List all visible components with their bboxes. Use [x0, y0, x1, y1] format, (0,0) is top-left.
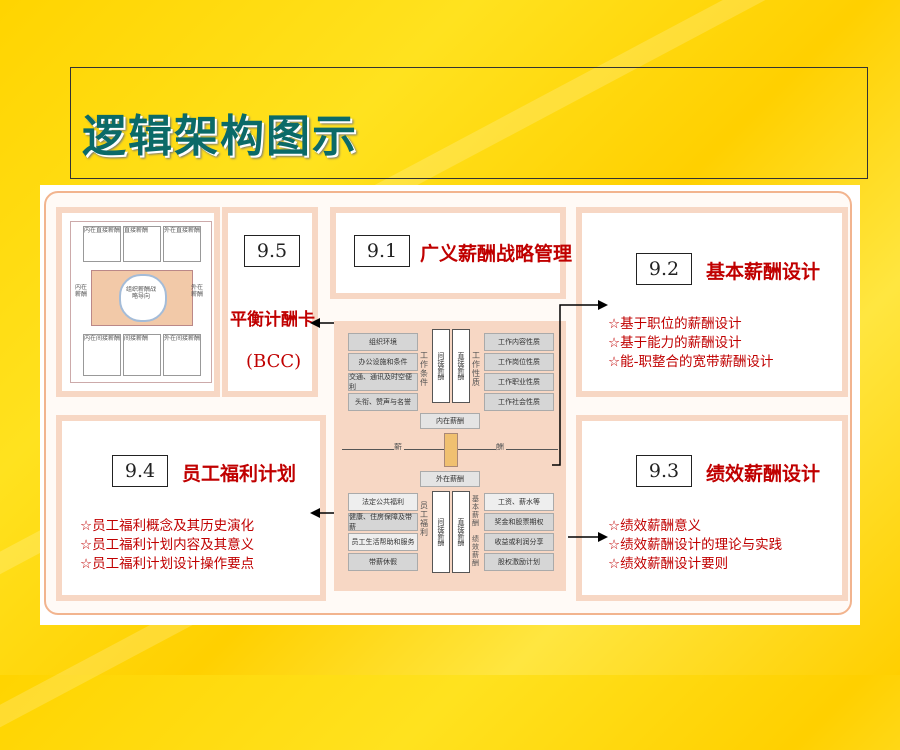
divider-label-right: 酬: [496, 443, 506, 453]
diagram-item: 交通、通讯及时空便利: [348, 373, 418, 391]
thumb-mid-right: 外在薪酬: [191, 284, 204, 298]
list-item: ☆绩效薪酬意义: [608, 518, 702, 534]
diagram-item: 头衔、赞声与名誉: [348, 393, 418, 411]
title-frame: [70, 67, 868, 179]
arrowhead-icon: [598, 532, 608, 542]
diagram-label-work-nature: 工作性质: [472, 351, 480, 387]
diagram-item: 带薪休假: [348, 553, 418, 571]
section-9-4-box: 9.4 员工福利计划 ☆员工福利概念及其历史演化 ☆员工福利计划内容及其意义 ☆…: [56, 415, 326, 601]
section-9-4-title: 员工福利计划: [182, 463, 297, 485]
diagram-item: 工作内容性质: [484, 333, 554, 351]
connector-arrows: [310, 300, 608, 542]
list-item: ☆绩效薪酬设计的理论与实践: [608, 537, 783, 553]
diagram-label-base-pay: 基本薪酬: [472, 495, 479, 527]
section-9-1-number: 9.1: [354, 235, 410, 267]
thumbnail-diagram: 内在直接薪酬 直接薪酬 外在直接薪酬 内在薪酬 外在薪酬 组织薪酬战略导向 内在…: [70, 221, 212, 383]
center-diagram: 组织环境 办公设施和条件 交通、通讯及时空便利 头衔、赞声与名誉 工作条件 间接…: [334, 321, 566, 591]
diagram-item: 奖金和股票期权: [484, 513, 554, 531]
list-item: ☆绩效薪酬设计要则: [608, 556, 729, 572]
section-9-2-title: 基本薪酬设计: [706, 261, 821, 283]
list-item: ☆基于职位的薪酬设计: [608, 316, 742, 332]
section-9-2-number: 9.2: [636, 253, 692, 285]
list-item: ☆基于能力的薪酬设计: [608, 335, 742, 351]
section-9-1-box: 9.1 广义薪酬战略管理: [330, 207, 572, 299]
section-9-2-box: 9.2 基本薪酬设计 ☆基于职位的薪酬设计 ☆基于能力的薪酬设计 ☆能-职整合的…: [576, 207, 848, 397]
section-9-5-subtitle: (BCC): [246, 351, 302, 372]
thumb-top-mid: 直接薪酬: [123, 226, 161, 262]
double-arrow-icon: [444, 433, 458, 467]
thumb-center-circle: [119, 274, 167, 322]
thumbnail-box: 内在直接薪酬 直接薪酬 外在直接薪酬 内在薪酬 外在薪酬 组织薪酬战略导向 内在…: [56, 207, 220, 397]
diagram-item: 收益或利润分享: [484, 533, 554, 551]
thumb-center-label: 组织薪酬战略导向: [125, 286, 156, 300]
section-9-3-number: 9.3: [636, 455, 692, 487]
section-9-4-list: ☆员工福利概念及其历史演化 ☆员工福利计划内容及其意义 ☆员工福利计划设计操作要…: [80, 517, 254, 574]
thumb-bottom-right: 外在间接薪酬: [163, 334, 201, 376]
list-item: ☆员工福利概念及其历史演化: [80, 518, 255, 534]
slide-title: 逻辑架构图示: [82, 111, 358, 162]
arrowhead-icon: [310, 508, 320, 518]
divider-label-left: 薪: [394, 443, 404, 453]
section-9-1-title: 广义薪酬战略管理: [420, 243, 573, 265]
section-9-5-title: 平衡计酬卡: [230, 310, 315, 330]
list-item: ☆能-职整合的宽带薪酬设计: [608, 354, 774, 370]
diagram-item: 工作社会性质: [484, 393, 554, 411]
thumb-mid-left: 内在薪酬: [75, 284, 88, 298]
thumb-bottom-mid: 间接薪酬: [123, 334, 161, 376]
section-9-4-number: 9.4: [112, 455, 168, 487]
diagram-item: 办公设施和条件: [348, 353, 418, 371]
diagram-label-performance-pay: 绩效薪酬: [472, 535, 479, 567]
list-item: ☆员工福利计划内容及其意义: [80, 537, 255, 553]
diagram-item: 工作职业性质: [484, 373, 554, 391]
diagram-outer-pay: 外在薪酬: [420, 471, 480, 487]
diagram-panel: 内在直接薪酬 直接薪酬 外在直接薪酬 内在薪酬 外在薪酬 组织薪酬战略导向 内在…: [40, 185, 860, 625]
diagram-label-work-conditions: 工作条件: [420, 351, 428, 387]
diagram-direct-bottom: 直接薪酬: [452, 491, 470, 573]
arrowhead-icon: [598, 300, 608, 310]
diagram-item: 健康、住房保障及带薪: [348, 513, 418, 531]
list-item: ☆员工福利计划设计操作要点: [80, 556, 255, 572]
diagram-item: 股权激励计划: [484, 553, 554, 571]
diagram-item: 法定公共福利: [348, 493, 418, 511]
section-9-3-title: 绩效薪酬设计: [706, 463, 821, 485]
diagram-item: 员工生活帮助和服务: [348, 533, 418, 551]
section-9-5-box: 9.5 平衡计酬卡 (BCC): [222, 207, 318, 397]
section-9-3-box: 9.3 绩效薪酬设计 ☆绩效薪酬意义 ☆绩效薪酬设计的理论与实践 ☆绩效薪酬设计…: [576, 415, 848, 601]
diagram-label-benefits: 员工福利: [420, 501, 428, 537]
arrowhead-icon: [310, 318, 320, 328]
diagram-item: 组织环境: [348, 333, 418, 351]
diagram-item: 工作岗位性质: [484, 353, 554, 371]
diagram-indirect-top: 间接薪酬: [432, 329, 450, 403]
thumb-top-right: 外在直接薪酬: [163, 226, 201, 262]
section-9-3-list: ☆绩效薪酬意义 ☆绩效薪酬设计的理论与实践 ☆绩效薪酬设计要则: [608, 517, 782, 574]
diagram-inner-pay: 内在薪酬: [420, 413, 480, 429]
arrow-to-9-2: [552, 304, 600, 466]
diagram-direct-top: 直接薪酬: [452, 329, 470, 403]
section-9-5-number: 9.5: [244, 235, 300, 267]
section-9-2-list: ☆基于职位的薪酬设计 ☆基于能力的薪酬设计 ☆能-职整合的宽带薪酬设计: [608, 315, 773, 372]
thumb-top-left: 内在直接薪酬: [83, 226, 121, 262]
diagram-indirect-bottom: 间接薪酬: [432, 491, 450, 573]
thumb-bottom-left: 内在间接薪酬: [83, 334, 121, 376]
diagram-item: 工资、薪水等: [484, 493, 554, 511]
